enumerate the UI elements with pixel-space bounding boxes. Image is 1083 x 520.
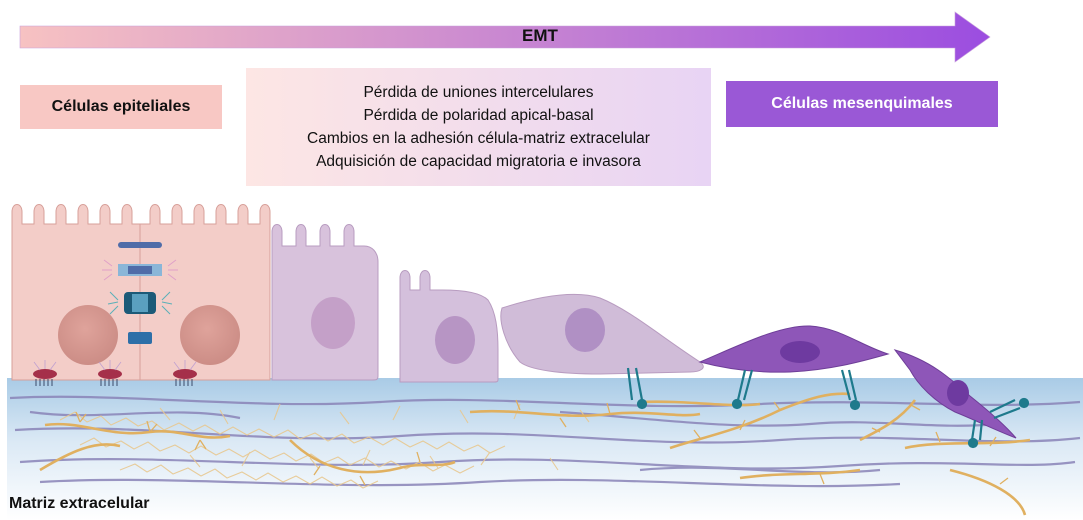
process-item: Pérdida de polaridad apical-basal — [363, 104, 593, 127]
epithelial-cell-2 — [140, 205, 270, 381]
epithelial-cell-1 — [12, 205, 140, 381]
nucleus — [180, 305, 240, 365]
process-item: Cambios en la adhesión célula-matriz ext… — [307, 127, 650, 150]
process-item: Adquisición de capacidad migratoria e in… — [316, 150, 641, 173]
nucleus — [947, 380, 969, 406]
nucleus — [565, 308, 605, 352]
emt-processes-box: Pérdida de uniones intercelulares Pérdid… — [246, 68, 711, 186]
extracellular-matrix-label: Matriz extracelular — [9, 495, 150, 513]
epithelial-cells-label: Células epiteliales — [20, 85, 222, 129]
nucleus — [58, 305, 118, 365]
nucleus — [435, 316, 475, 364]
extracellular-matrix — [7, 378, 1083, 520]
process-item: Pérdida de uniones intercelulares — [363, 81, 593, 104]
transitioning-cell-2 — [400, 271, 498, 383]
mesenchymal-cells-label: Células mesenquimales — [726, 81, 998, 127]
nucleus — [780, 341, 820, 363]
mesenchymal-cell-1 — [700, 326, 888, 372]
transitioning-cell-3 — [501, 294, 703, 374]
emt-arrow-label: EMT — [440, 26, 640, 46]
nucleus — [311, 297, 355, 349]
transitioning-cell-1 — [272, 225, 378, 381]
